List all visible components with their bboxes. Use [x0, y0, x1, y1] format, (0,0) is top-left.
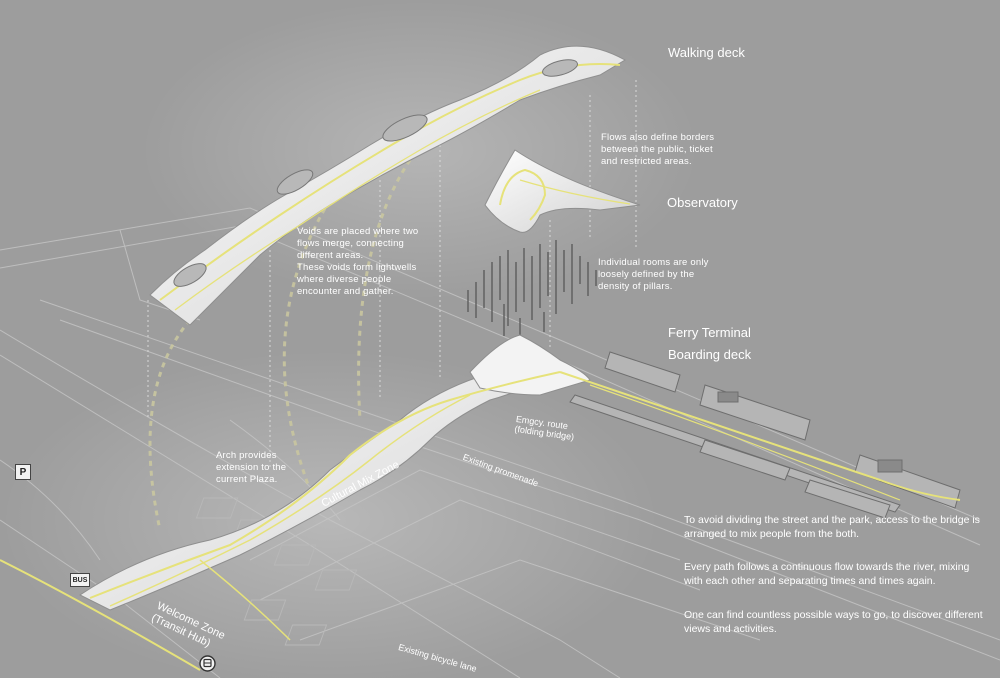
parking-sign: P: [15, 464, 31, 480]
observatory-label: Observatory: [667, 195, 738, 210]
bus-stop-sign: BUS: [70, 573, 90, 587]
observatory-shape: [484, 149, 641, 233]
flows-borders-note: Flows also define borders between the pu…: [601, 132, 715, 167]
ferry-terminal-label: Ferry Terminal: [668, 325, 751, 340]
paragraph-flow: Every path follows a continuous flow tow…: [684, 561, 970, 587]
paragraph-ways: One can find countless possible ways to …: [684, 609, 983, 635]
walking-deck-shape: [149, 45, 626, 326]
metro-icon: [199, 655, 216, 672]
ferry-piers: [569, 351, 961, 519]
pillar-field: [467, 240, 597, 340]
projection-lines: [147, 80, 637, 470]
walking-deck-label: Walking deck: [668, 45, 745, 60]
boarding-deck-label: Boarding deck: [668, 347, 752, 362]
rooms-note: Individual rooms are only loosely define…: [598, 257, 709, 292]
ground-bridge: [0, 334, 961, 671]
voids-note: Voids are placed where two flows merge, …: [297, 226, 419, 297]
arch-dashes: [148, 159, 412, 531]
paragraph-access: To avoid dividing the street and the par…: [684, 514, 980, 540]
arch-note: Arch provides extension to the current P…: [216, 450, 287, 485]
